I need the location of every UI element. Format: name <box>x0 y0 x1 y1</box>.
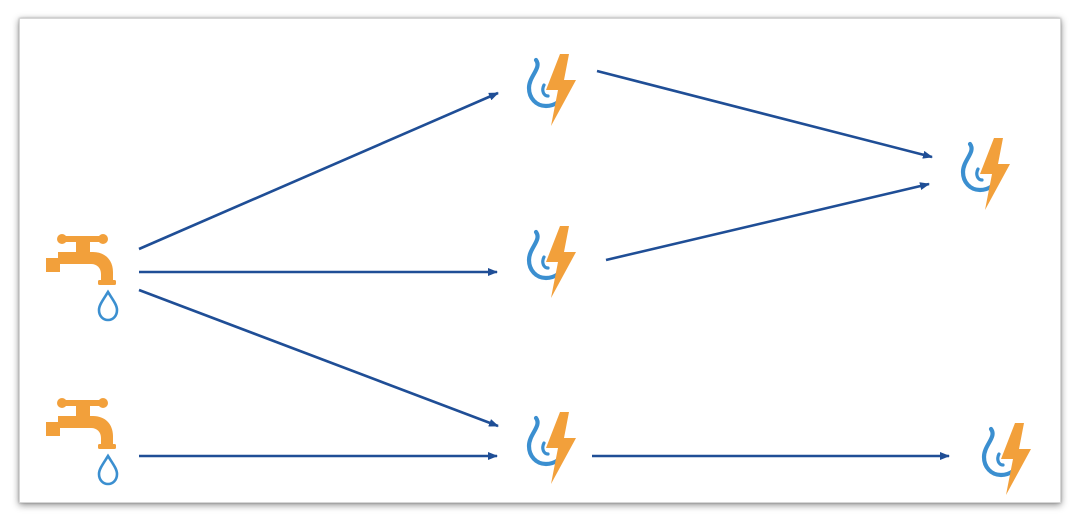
node-hub-middle <box>526 226 576 298</box>
node-hub-bottom <box>526 412 576 484</box>
water-drop-icon <box>97 290 119 322</box>
water-energy-icon <box>981 423 1031 495</box>
node-sink-top <box>960 138 1010 210</box>
edges-layer <box>138 69 950 460</box>
node-source-2 <box>46 398 119 486</box>
diagram-frame <box>19 18 1061 503</box>
water-energy-icon <box>526 412 576 484</box>
water-tap-icon <box>46 234 116 285</box>
water-energy-icon <box>526 226 576 298</box>
node-hub-top <box>526 54 576 126</box>
nodes-layer <box>46 54 1031 495</box>
water-drop-icon <box>97 454 119 486</box>
water-tap-icon <box>46 398 116 449</box>
arrow-hub-middle-to-sink-top <box>605 182 930 262</box>
arrow-source-1-to-hub-top <box>138 91 499 251</box>
arrow-source-1-to-hub-bottom <box>138 288 499 428</box>
water-energy-icon <box>960 138 1010 210</box>
node-sink-bottom <box>981 423 1031 495</box>
node-source-1 <box>46 234 119 322</box>
arrow-hub-top-to-sink-top <box>596 69 933 159</box>
water-energy-icon <box>526 54 576 126</box>
